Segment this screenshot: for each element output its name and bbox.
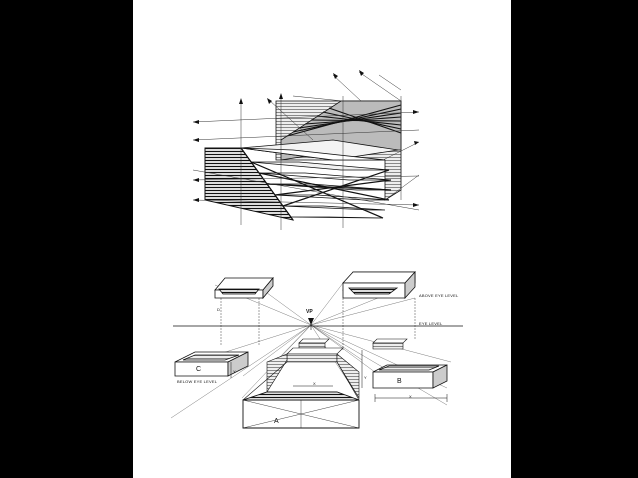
eye-level-label: EYE LEVEL: [419, 321, 443, 326]
box-b-label: B: [397, 378, 402, 385]
below-eye-level-label: BELOW EYE LEVEL: [177, 379, 218, 384]
box-above-left: [214, 276, 274, 345]
above-eye-level-label: ABOVE EYE LEVEL: [419, 293, 459, 298]
dimension-y-left-label: Y: [233, 369, 236, 374]
box-c: [174, 351, 249, 377]
tunnel-walls: [242, 353, 360, 401]
box-b: [372, 364, 448, 389]
dimension-y-right-label: Y: [364, 375, 367, 380]
box-a-label: A: [274, 418, 279, 425]
vanishing-point-label: VP: [306, 309, 313, 315]
perspective-boxes-drawing: [170, 270, 463, 429]
small-mid-boxes: [286, 338, 408, 363]
staircase-drawing: [192, 70, 420, 230]
box-a: [242, 391, 360, 429]
dimension-x-mid-label: X: [313, 381, 316, 386]
dimension-lines: [230, 350, 448, 402]
dimension-d-label: D: [217, 307, 221, 312]
stair-construction-lines: [192, 71, 420, 230]
box-above-right: [342, 270, 416, 350]
dimension-x-right-label: X: [409, 394, 412, 399]
box-c-label: C: [196, 366, 202, 373]
slide-page: VP ABOVE EYE LEVEL EYE LEVEL BELOW EYE L…: [133, 0, 511, 478]
perspective-illustration: [170, 70, 463, 429]
